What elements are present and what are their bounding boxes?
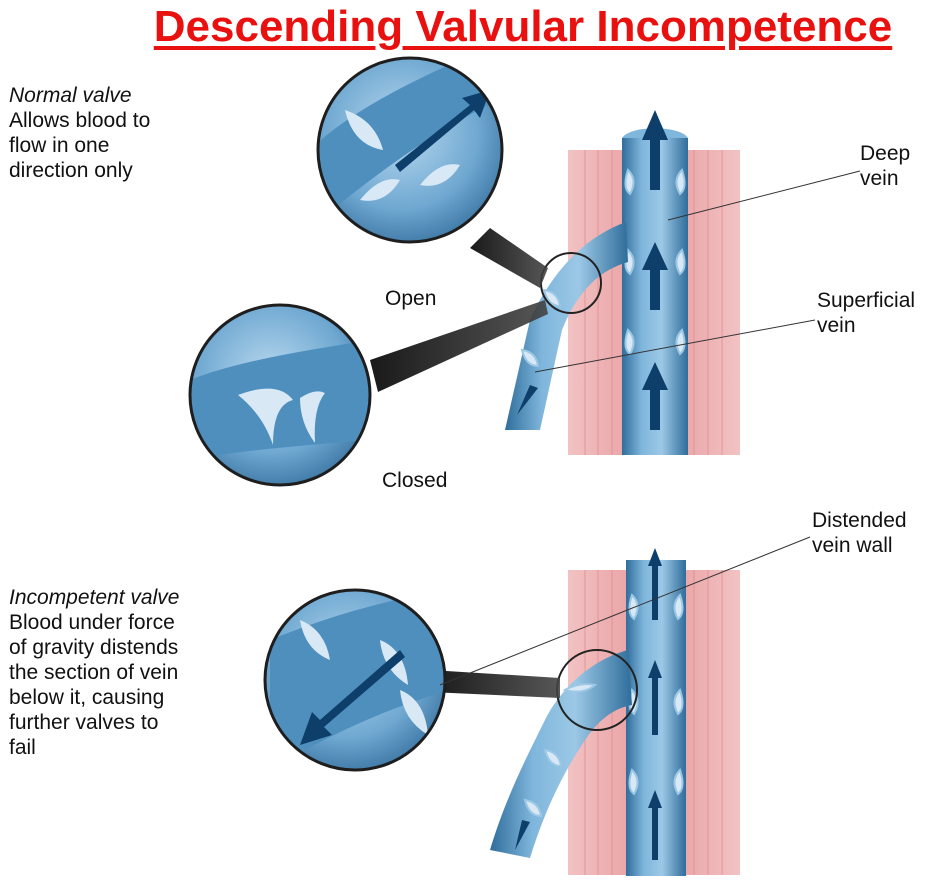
closed-label: Closed (382, 468, 447, 493)
incompetent-valve-line: the section of vein (9, 660, 179, 685)
normal-valve-heading: Normal valve (9, 83, 150, 108)
incompetent-valve-line: further valves to (9, 710, 179, 735)
deep-vein-label: Deep vein (860, 141, 910, 191)
normal-valve-caption: Normal valve Allows blood to flow in one… (9, 83, 150, 183)
incompetent-valve-heading: Incompetent valve (9, 585, 179, 610)
normal-valve-line: direction only (9, 158, 150, 183)
superficial-vein-label: Superficial vein (817, 288, 915, 338)
incompetent-valve-caption: Incompetent valve Blood under force of g… (9, 585, 179, 760)
superficial-vein-label-line: Superficial (817, 288, 915, 313)
deep-vein-top (622, 110, 688, 455)
deep-vein-label-line: vein (860, 166, 910, 191)
incompetent-valve-line: of gravity distends (9, 635, 179, 660)
deep-vein-bottom (626, 548, 686, 876)
distended-wall-label-line: Distended (812, 508, 907, 533)
open-label: Open (385, 286, 436, 311)
incompetent-valve-line: below it, causing (9, 685, 179, 710)
distended-wall-label-line: vein wall (812, 533, 907, 558)
incompetent-valve-magnifier (265, 590, 450, 770)
open-valve-magnifier (310, 40, 520, 242)
incompetent-valve-line: Blood under force (9, 610, 179, 635)
distended-wall-label: Distended vein wall (812, 508, 907, 558)
incompetent-valve-line: fail (9, 735, 179, 760)
normal-valve-line: flow in one (9, 133, 150, 158)
closed-valve-magnifier (190, 305, 370, 485)
superficial-vein-label-line: vein (817, 313, 915, 338)
deep-vein-label-line: Deep (860, 141, 910, 166)
normal-valve-line: Allows blood to (9, 108, 150, 133)
